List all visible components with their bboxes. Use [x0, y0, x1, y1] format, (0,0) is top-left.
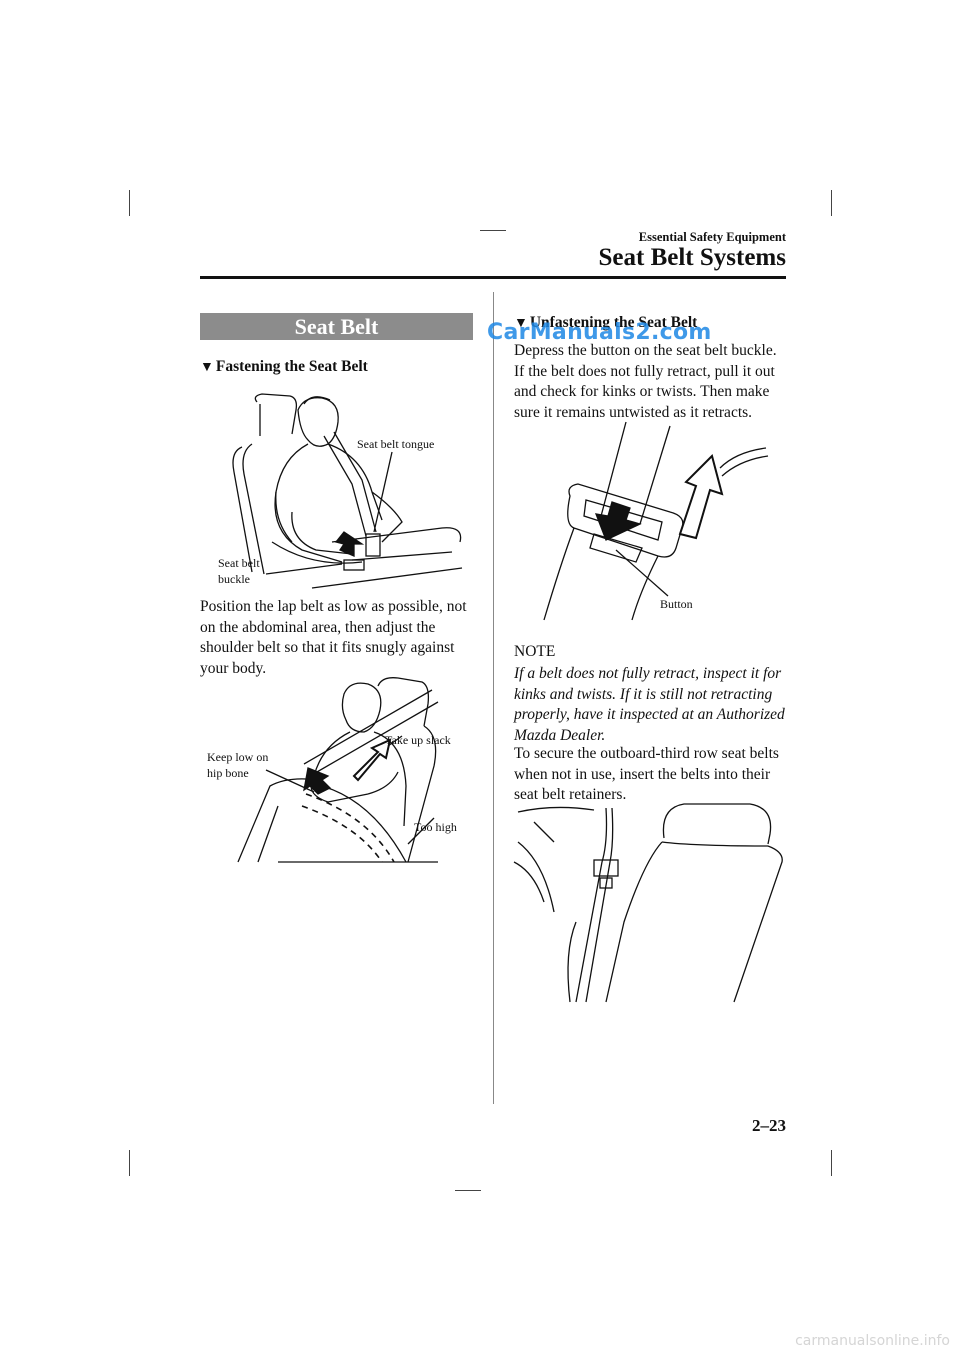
subhead-fastening: ▼Fastening the Seat Belt	[200, 358, 368, 376]
note-text: If a belt does not fully retract, inspec…	[514, 665, 785, 744]
crop-mark	[831, 1150, 832, 1176]
label-seat-belt-buckle: Seat belt buckle	[218, 555, 260, 587]
triangle-down-icon: ▼	[200, 360, 214, 375]
label-button: Button	[660, 597, 693, 611]
watermark: CarManuals2.com	[487, 320, 712, 345]
label-seat-belt-buckle-line1: Seat belt	[218, 556, 260, 570]
buckle-release-illustration	[543, 421, 769, 621]
column-divider	[493, 292, 494, 1104]
belt-position-illustration	[237, 677, 439, 863]
label-keep-low: Keep low on hip bone	[207, 749, 268, 781]
crop-mark	[129, 1150, 130, 1176]
label-keep-low-line2: hip bone	[207, 766, 249, 780]
footer-site-watermark: carmanualsonline.info	[795, 1333, 950, 1349]
section-banner: Seat Belt	[200, 313, 473, 340]
chapter-title: Seat Belt Systems	[598, 244, 786, 271]
third-row-retainer-illustration	[513, 803, 783, 1003]
lap-belt-instruction: Position the lap belt as low as possible…	[200, 598, 467, 677]
label-seat-belt-tongue: Seat belt tongue	[357, 437, 435, 451]
third-row-instruction: To secure the outboard-third row seat be…	[514, 745, 779, 803]
crop-mark	[455, 1190, 481, 1191]
label-keep-low-line1: Keep low on	[207, 750, 269, 764]
note-heading: NOTE	[514, 643, 556, 660]
label-too-high: Too high	[414, 820, 457, 834]
crop-mark	[480, 230, 506, 231]
header-rule	[200, 276, 786, 279]
crop-mark	[129, 190, 130, 216]
subhead-fastening-text: Fastening the Seat Belt	[215, 358, 368, 375]
crop-mark	[831, 190, 832, 216]
triangle-down-icon: ▼	[514, 316, 528, 331]
subhead-unfastening: ▼Unfastening the Seat Belt	[514, 314, 697, 332]
label-take-up-slack: Take up slack	[385, 733, 451, 747]
label-seat-belt-buckle-line2: buckle	[218, 572, 250, 586]
subhead-unfastening-text: Unfastening the Seat Belt	[529, 314, 698, 331]
fastening-illustration	[232, 393, 463, 589]
section-label: Essential Safety Equipment	[638, 230, 786, 244]
unfasten-instruction: Depress the button on the seat belt buck…	[514, 342, 777, 421]
page-number: 2–23	[752, 1116, 786, 1135]
